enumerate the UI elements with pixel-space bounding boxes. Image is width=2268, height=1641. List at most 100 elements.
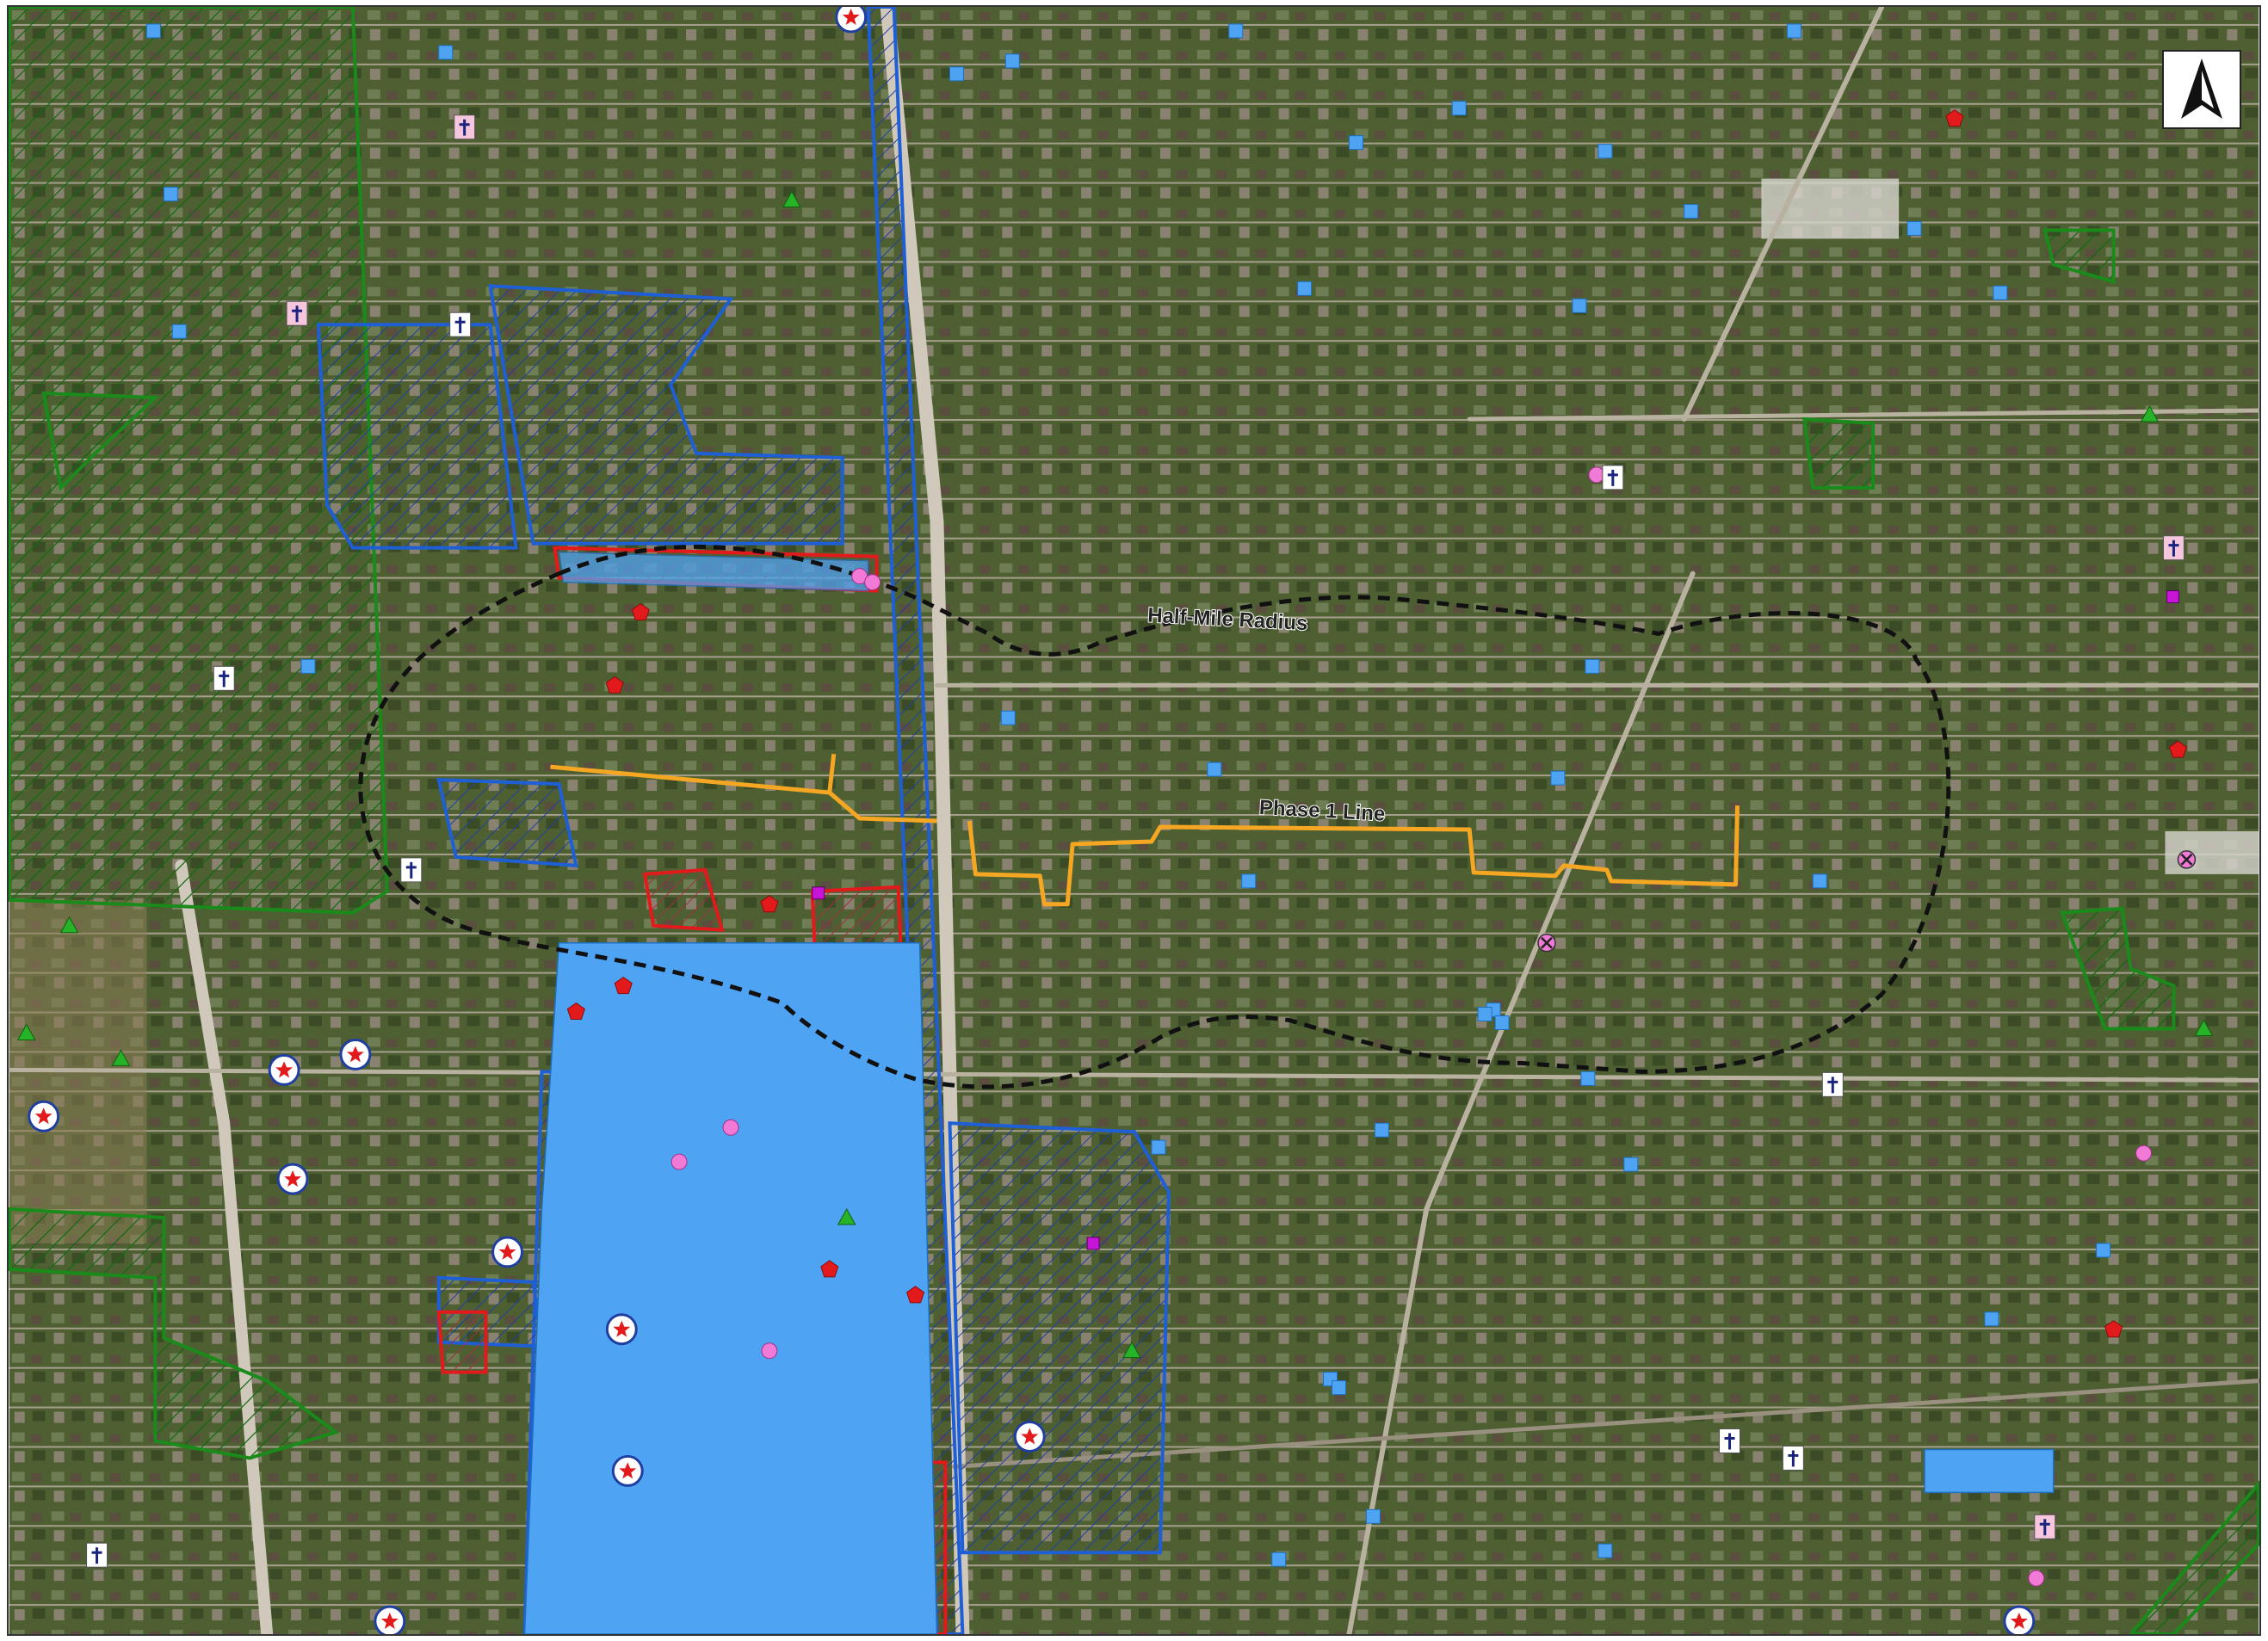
green-parcel-northwest [41,391,160,491]
site-marker [1297,281,1313,296]
road-east-west-3 [1467,408,2259,422]
red-site-marker [566,1002,585,1021]
red-site-marker [760,895,779,913]
site-marker [949,66,964,82]
north-arrow [2162,50,2241,129]
site-marker [1207,762,1222,777]
church-cross-icon [1719,1428,1741,1453]
pink-site-marker [2028,1570,2045,1587]
site-marker [1494,1015,1510,1030]
red-site-markers [566,109,2188,1338]
red-parcel-mid-a [642,867,725,932]
site-marker [1597,1543,1613,1558]
blue-parcel-mid-west [436,778,578,868]
green-parcels [9,7,2259,1634]
site-marker [163,187,178,202]
site-marker [1572,298,1587,313]
church-cross-icon [454,114,476,140]
school-star-icon [374,1605,406,1634]
pink-site-marker [761,1342,778,1360]
site-marker [1984,1311,1999,1327]
road-network [9,7,2259,1634]
site-marker [1580,1070,1596,1086]
railway [951,1379,2259,1469]
school-star-icon [28,1100,60,1132]
church-cross-icon [1602,465,1624,490]
red-site-marker [2104,1320,2123,1338]
church-cross-icon [213,665,235,691]
commercial-area-east [2165,830,2259,874]
site-marker [1151,1139,1166,1155]
site-marker [300,658,316,674]
blue-parcel-north-b [488,284,844,546]
church-cross-icon [286,300,308,326]
church-cross-icon [400,857,423,883]
site-marker [1332,1380,1346,1396]
school-star-icon [835,7,868,34]
magenta-site-markers [812,590,2179,1250]
blue-site-markers [145,23,2111,1567]
site-marker [1786,23,1801,39]
school-star-icon [2003,1605,2036,1634]
school-star-icon [339,1038,372,1070]
half-mile-radius-outline [358,544,1951,1089]
green-parcel-east-2 [2059,906,2176,1031]
road-diagonal-east [1346,571,1696,1634]
school-star-icon [605,1313,638,1346]
cross-x-site-icon [1537,933,1556,953]
highway-west [175,859,274,1634]
site-marker [1241,873,1257,889]
site-marker [1348,135,1363,151]
school-icons [28,7,2036,1634]
blue-parcel-north-a [316,323,518,550]
red-site-marker [820,1260,839,1278]
north-arrow-icon [2181,59,2222,119]
pink-site-marker [1588,466,1605,484]
green-site-marker [111,1049,131,1066]
green-parcel-large-west [9,7,389,915]
site-cluster-southeast [1924,1448,2055,1494]
site-cluster-body [523,941,938,1634]
school-star-icon [276,1163,309,1195]
cross-x-site-icon [2177,850,2197,869]
pink-site-marker [722,1119,739,1136]
blue-parcel-southeast [948,1121,1171,1555]
site-marker [438,45,454,60]
site-marker [2096,1243,2111,1258]
red-site-marker [1945,109,1964,127]
green-parcel-small-north [2042,228,2116,284]
site-marker [1597,144,1613,159]
site-marker [1684,204,1699,219]
site-marker [1451,101,1467,116]
red-site-marker [631,602,650,620]
road-east-west-1 [9,1067,2259,1083]
green-site-markers [16,190,2214,1359]
school-star-icon [611,1454,644,1487]
green-site-marker [2140,404,2160,423]
green-site-marker [59,916,79,934]
red-site-marker [905,1286,925,1304]
magenta-site-marker [812,886,825,900]
aerial-map[interactable]: Half-Mile Radius Phase 1 Line [9,7,2259,1634]
church-cross-icon [1821,1071,1844,1097]
site-marker [145,23,161,39]
church-icons [86,114,2185,1568]
site-marker [1228,23,1244,39]
red-site-marker [605,676,624,694]
school-star-icon [1013,1421,1046,1453]
magenta-site-marker [1086,1237,1100,1250]
site-marker [1271,1552,1287,1567]
site-marker [1365,1508,1381,1524]
green-site-marker [1122,1341,1141,1359]
site-marker [1623,1157,1639,1172]
school-star-icon [491,1236,524,1268]
red-parcel-southwest [436,1310,488,1374]
magenta-site-marker [2166,590,2179,604]
church-cross-icon [2162,535,2185,561]
green-site-marker [16,1023,36,1040]
site-marker [1374,1122,1389,1138]
phase-1-line [550,753,1740,907]
road-diagonal-northeast [1681,7,1885,422]
school-star-icon [268,1053,300,1086]
green-site-marker [782,190,801,208]
